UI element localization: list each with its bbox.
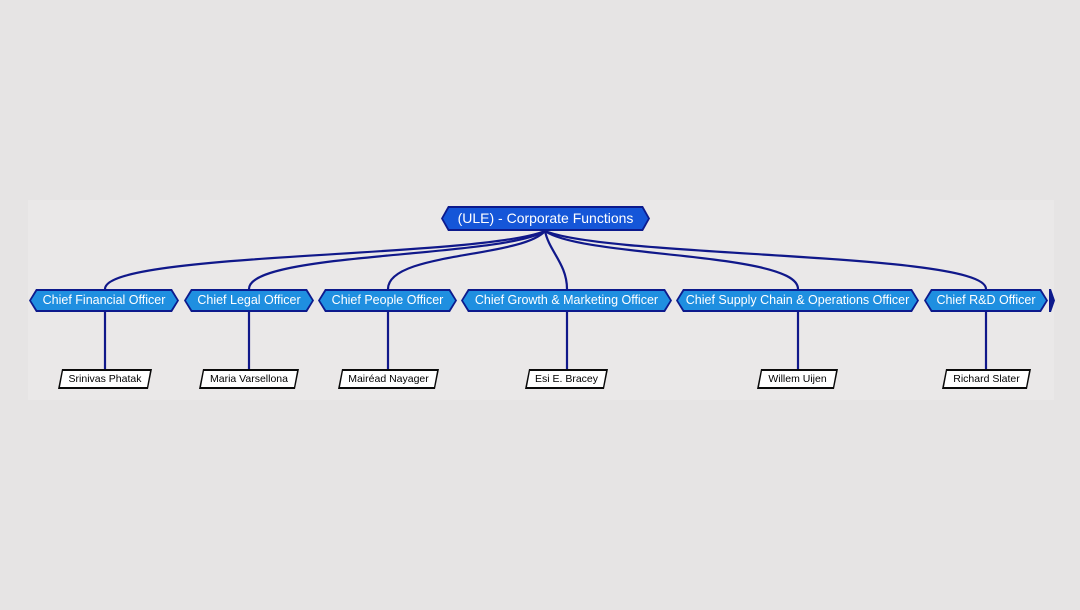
role-node-clo[interactable]: Chief Legal Officer	[184, 289, 314, 312]
connector-root-to-cscoo	[544, 230, 800, 290]
connector-root-to-crdo	[544, 229, 988, 290]
person-node[interactable]: Mairéad Nayager	[338, 369, 439, 389]
person-name: Maria Varsellona	[209, 373, 288, 385]
role-node-cgmo[interactable]: Chief Growth & Marketing Officer	[461, 289, 672, 312]
connector-root-to-cpo	[386, 230, 546, 290]
role-node-crdo[interactable]: Chief R&D Officer	[924, 289, 1048, 312]
root-node-label: (ULE) - Corporate Functions	[457, 210, 634, 226]
connector-root-to-clo	[247, 230, 546, 290]
role-title: Chief People Officer	[331, 293, 444, 307]
role-title: Chief Legal Officer	[197, 293, 301, 307]
root-node[interactable]: (ULE) - Corporate Functions	[441, 206, 650, 231]
person-name: Esi E. Bracey	[534, 373, 599, 385]
role-node-cfo[interactable]: Chief Financial Officer	[29, 289, 179, 312]
person-name: Srinivas Phatak	[68, 373, 142, 385]
person-node[interactable]: Srinivas Phatak	[58, 369, 152, 389]
person-name: Richard Slater	[953, 373, 1020, 385]
offscreen-node-edge	[1049, 289, 1055, 312]
connector-root-to-cgmo	[543, 230, 569, 290]
person-node[interactable]: Maria Varsellona	[199, 369, 299, 389]
person-name: Willem Uijen	[768, 373, 827, 385]
role-node-cpo[interactable]: Chief People Officer	[318, 289, 457, 312]
person-node[interactable]: Willem Uijen	[757, 369, 838, 389]
role-title: Chief Financial Officer	[42, 293, 166, 307]
person-node[interactable]: Esi E. Bracey	[525, 369, 608, 389]
connector-root-to-cfo	[103, 229, 546, 290]
role-node-cscoo[interactable]: Chief Supply Chain & Operations Officer	[676, 289, 919, 312]
person-name: Mairéad Nayager	[348, 373, 429, 385]
role-title: Chief R&D Officer	[936, 293, 1036, 307]
person-node[interactable]: Richard Slater	[942, 369, 1031, 389]
role-title: Chief Supply Chain & Operations Officer	[685, 293, 910, 307]
role-title: Chief Growth & Marketing Officer	[474, 293, 659, 307]
